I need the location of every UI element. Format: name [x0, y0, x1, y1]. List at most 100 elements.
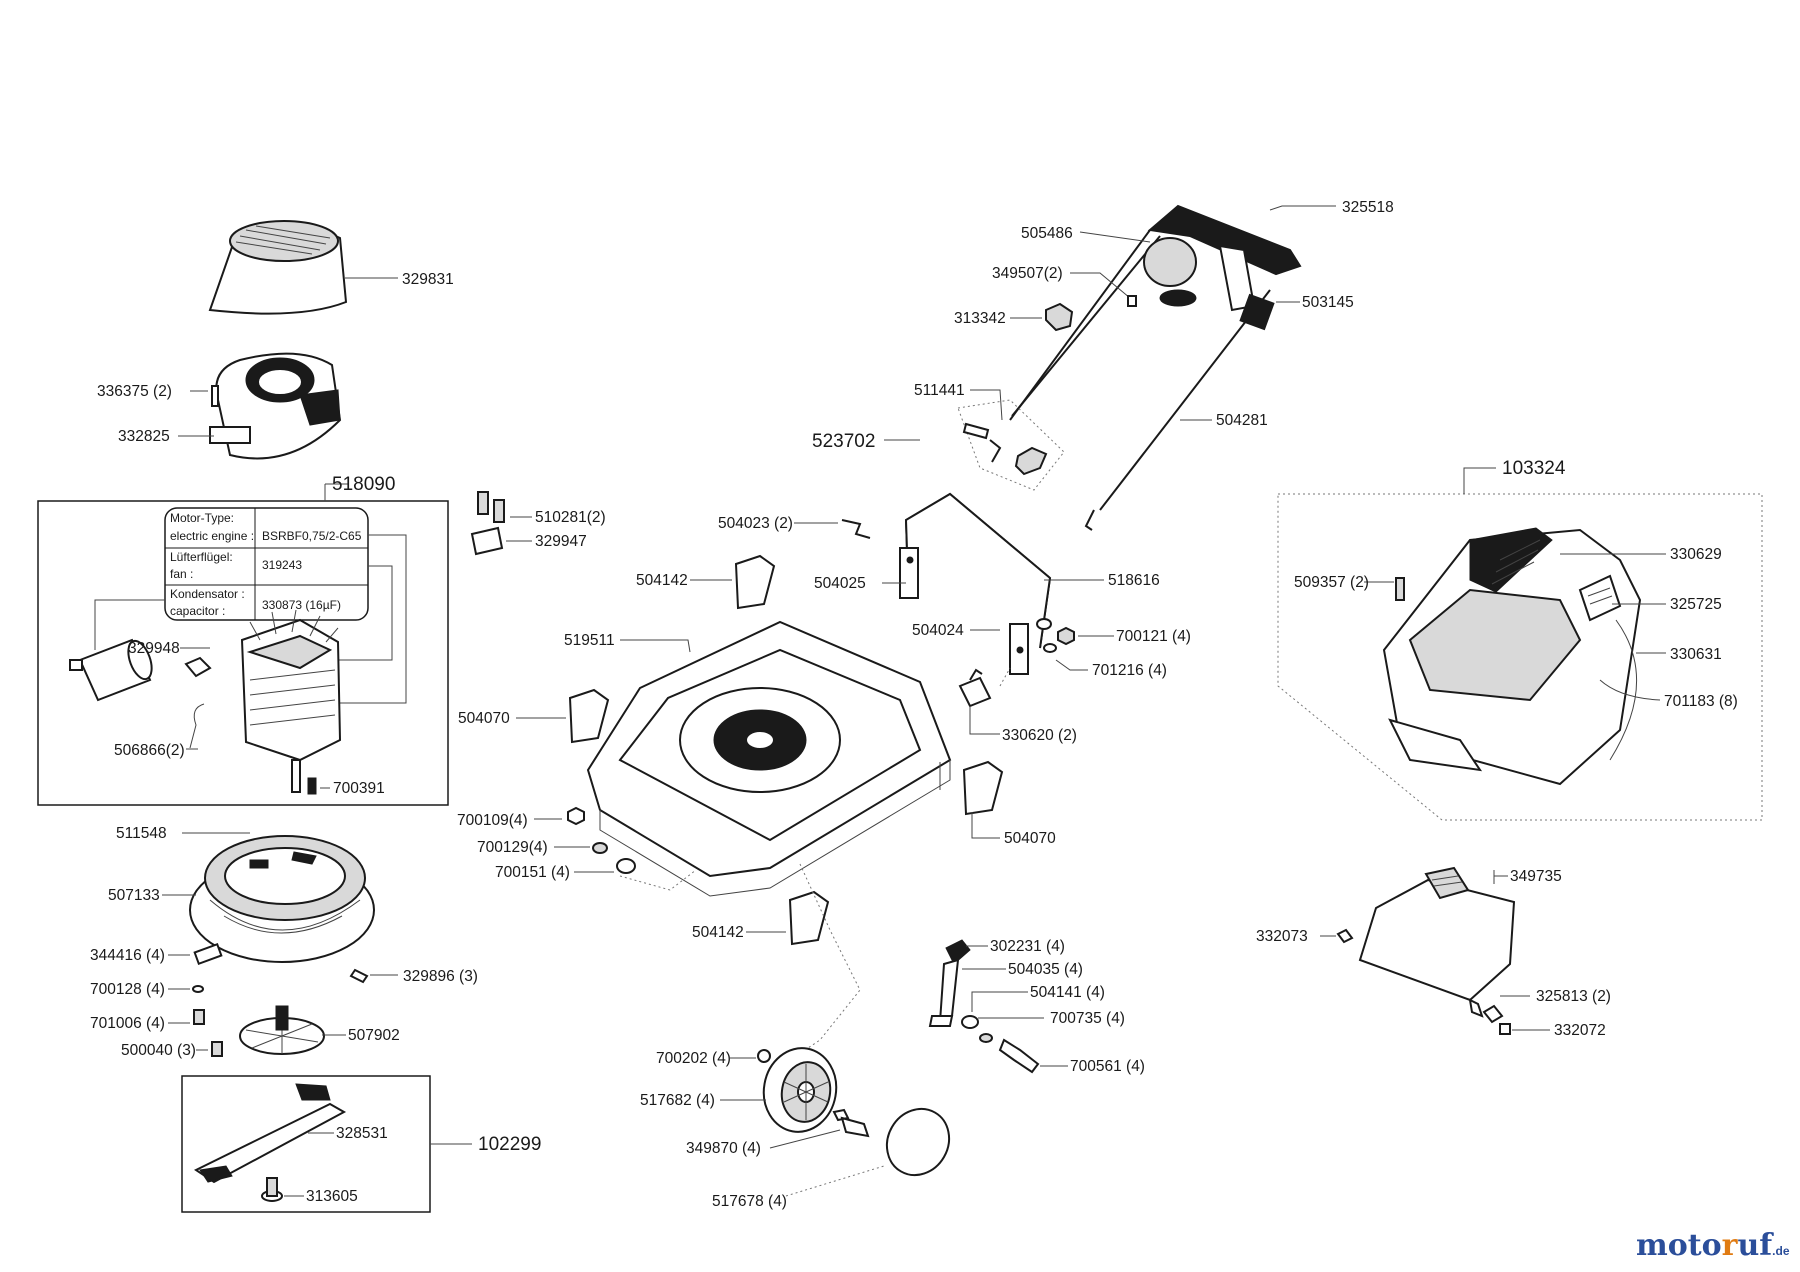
spring-drawing [1482, 1004, 1504, 1024]
part-label-700391: 700391 [333, 780, 385, 797]
part-label-511441: 511441 [914, 382, 965, 399]
part-label-504281: 504281 [1216, 412, 1268, 429]
hub-cap-drawing [885, 1107, 951, 1177]
rear-flap-drawing [1358, 866, 1516, 1018]
part-label-336375: 336375 (2) [97, 383, 172, 400]
part-label-330631: 330631 [1670, 646, 1722, 663]
grass-box-outline [1277, 493, 1763, 821]
part-label-102299: 102299 [478, 1134, 541, 1155]
fan-drawing [239, 1005, 325, 1055]
pin-drawing [841, 519, 871, 539]
part-label-507133: 507133 [108, 887, 160, 904]
upper-handle-drawing [1009, 204, 1302, 511]
part-label-700202: 700202 (4) [656, 1050, 731, 1067]
motor-type-value: BSRBF0,75/2-C65 [262, 529, 362, 543]
motor-data-table [164, 507, 369, 621]
motor-cover-drawing [208, 220, 348, 315]
clamp-kit-drawing [962, 422, 1048, 476]
fan-label-de: Lüfterflügel: [170, 550, 233, 564]
part-label-313605: 313605 [306, 1188, 358, 1205]
electric-engine-label: electric engine : [170, 529, 254, 543]
wheel-drawing [762, 1047, 838, 1133]
clamp-kit-outline [957, 399, 1065, 491]
part-label-700151: 700151 (4) [495, 864, 570, 881]
part-label-332073: 332073 [1256, 928, 1308, 945]
rod-end-drawing [1084, 509, 1095, 531]
part-label-510281: 510281(2) [535, 509, 606, 526]
blade-drawing [194, 1083, 347, 1184]
part-label-523702: 523702 [812, 431, 875, 452]
part-label-332825: 332825 [118, 428, 170, 445]
capacitor-label-en: capacitor : [170, 604, 225, 618]
logo-part-r: r [1721, 1228, 1738, 1263]
part-label-700109: 700109(4) [457, 812, 528, 829]
part-label-325813: 325813 (2) [1536, 988, 1611, 1005]
height-lever-drawing [928, 939, 1040, 1074]
part-label-504035: 504035 (4) [1008, 961, 1083, 978]
part-label-504070-a: 504070 [458, 710, 510, 727]
part-label-329948: 329948 [128, 640, 180, 657]
part-label-329947: 329947 [535, 533, 587, 550]
screws-drawing [470, 491, 505, 556]
part-label-503145: 503145 [1302, 294, 1354, 311]
bracket-left-drawing [568, 688, 610, 744]
hinge-screw-drawing [969, 668, 983, 681]
fan-label-en: fan : [170, 567, 193, 581]
part-label-519511: 519511 [564, 632, 615, 649]
part-label-517678: 517678 (4) [712, 1193, 787, 1210]
part-label-700129: 700129(4) [477, 839, 548, 856]
part-label-504025: 504025 [814, 575, 866, 592]
bracket-upper-drawing [734, 554, 776, 610]
part-label-700735: 700735 (4) [1050, 1010, 1125, 1027]
watermark-logo: motoruf.de [1636, 1228, 1790, 1263]
hinge-clip-drawing [958, 676, 992, 708]
part-label-344416: 344416 (4) [90, 947, 165, 964]
part-label-349507: 349507(2) [992, 265, 1063, 282]
part-label-701006: 701006 (4) [90, 1015, 165, 1032]
logo-tld: .de [1772, 1244, 1790, 1258]
part-label-330620: 330620 (2) [1002, 727, 1077, 744]
lower-handle-drawing [899, 492, 1052, 675]
knob-nut-drawing [1045, 302, 1074, 332]
part-label-500040: 500040 (3) [121, 1042, 196, 1059]
part-label-701183: 701183 (8) [1664, 693, 1738, 710]
part-label-700121: 700121 (4) [1116, 628, 1191, 645]
part-label-313342: 313342 [954, 310, 1006, 327]
motor-type-label: Motor-Type: [170, 511, 234, 525]
part-label-349735: 349735 [1510, 868, 1562, 885]
part-label-700561: 700561 (4) [1070, 1058, 1145, 1075]
nut-drawing [567, 806, 585, 826]
grass-catcher-drawing [1382, 527, 1642, 786]
fan-value: 319243 [262, 558, 302, 572]
pivot-cap-left-drawing [1336, 928, 1354, 944]
motor-drawing [240, 609, 342, 795]
part-label-329831: 329831 [402, 271, 454, 288]
part-label-330629: 330629 [1670, 546, 1722, 563]
part-label-506866: 506866(2) [114, 742, 185, 759]
part-label-507902: 507902 [348, 1027, 400, 1044]
part-label-504142-a: 504142 [636, 572, 688, 589]
part-label-504023: 504023 (2) [718, 515, 793, 532]
part-label-504142-b: 504142 [692, 924, 744, 941]
grass-box-screw-drawing [1395, 577, 1405, 601]
part-label-505486: 505486 [1021, 225, 1073, 242]
washer-large-drawing [616, 858, 636, 874]
part-label-504070-b: 504070 [1004, 830, 1056, 847]
mower-deck-drawing [586, 620, 952, 897]
part-label-302231: 302231 (4) [990, 938, 1065, 955]
part-label-518616: 518616 [1108, 572, 1160, 589]
part-label-328531: 328531 [336, 1125, 388, 1142]
pivot-cap-right-drawing [1499, 1023, 1511, 1035]
part-label-517682: 517682 (4) [640, 1092, 715, 1109]
part-label-511548: 511548 [116, 825, 167, 842]
logo-part-uf: uf [1737, 1228, 1773, 1263]
part-label-701216: 701216 (4) [1092, 662, 1167, 679]
part-label-518090: 518090 [332, 474, 395, 495]
capacitor-drawing [69, 638, 153, 702]
washer-small-drawing [592, 842, 608, 854]
part-label-329896: 329896 (3) [403, 968, 478, 985]
bracket-right-drawing [962, 760, 1004, 816]
part-label-700128: 700128 (4) [90, 981, 165, 998]
capacitor-label-de: Kondensator : [170, 587, 245, 601]
